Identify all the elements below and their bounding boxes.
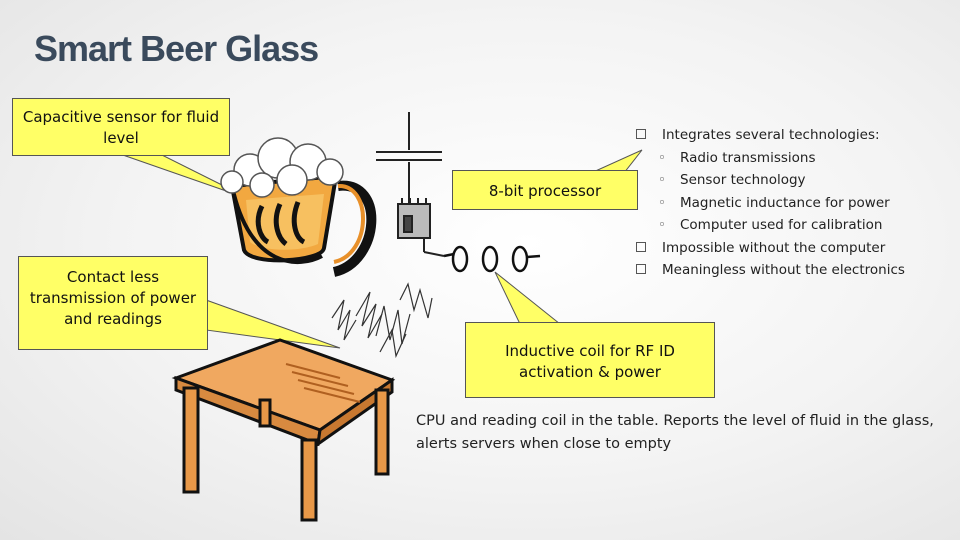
callout-tail-coil bbox=[494, 271, 562, 325]
callout-tail-contactless bbox=[205, 299, 341, 349]
circle-bullet-icon: ◦ bbox=[658, 172, 666, 188]
square-bullet-icon bbox=[636, 264, 646, 274]
beer-glass-icon bbox=[220, 137, 377, 277]
sub-bullet-item: ◦ Sensor technology bbox=[636, 169, 905, 192]
sub-bullet-text: Radio transmissions bbox=[680, 149, 816, 166]
bullet-item: Impossible without the computer bbox=[636, 237, 905, 260]
square-bullet-icon bbox=[636, 129, 646, 139]
bullet-item: Meaningless without the electronics bbox=[636, 259, 905, 282]
bullet-item: Integrates several technologies: bbox=[636, 124, 905, 147]
sub-bullet-item: ◦ Computer used for calibration bbox=[636, 214, 905, 237]
processor-chip-icon bbox=[376, 112, 445, 257]
sub-bullet-item: ◦ Magnetic inductance for power bbox=[636, 192, 905, 215]
inductive-coil-icon bbox=[443, 245, 541, 273]
bullet-list: Integrates several technologies: ◦ Radio … bbox=[636, 124, 905, 282]
description-text: CPU and reading coil in the table. Repor… bbox=[416, 413, 934, 452]
circle-bullet-icon: ◦ bbox=[658, 149, 666, 166]
sub-bullet-text: Sensor technology bbox=[680, 172, 806, 188]
sub-bullet-text: Magnetic inductance for power bbox=[680, 194, 890, 211]
circle-bullet-icon: ◦ bbox=[658, 217, 666, 233]
callout-coil: Inductive coil for RF ID activation & po… bbox=[465, 322, 715, 398]
bullet-text: Meaningless without the electronics bbox=[662, 262, 905, 278]
table-icon bbox=[171, 338, 396, 522]
bullet-text: Impossible without the computer bbox=[662, 239, 886, 256]
callout-processor: 8-bit processor bbox=[452, 170, 638, 210]
callout-fluid-sensor: Capacitive sensor for fluid level bbox=[12, 98, 230, 156]
sub-bullet-text: Computer used for calibration bbox=[680, 217, 883, 233]
sub-bullet-item: ◦ Radio transmissions bbox=[636, 147, 905, 170]
square-bullet-icon bbox=[636, 241, 646, 252]
callout-contactless: Contact less transmission of power and r… bbox=[18, 256, 208, 350]
slide-title: Smart Beer Glass bbox=[34, 28, 319, 69]
circle-bullet-icon: ◦ bbox=[658, 194, 666, 211]
bullet-text: Integrates several technologies: bbox=[662, 127, 880, 143]
wave-icon bbox=[331, 282, 433, 359]
